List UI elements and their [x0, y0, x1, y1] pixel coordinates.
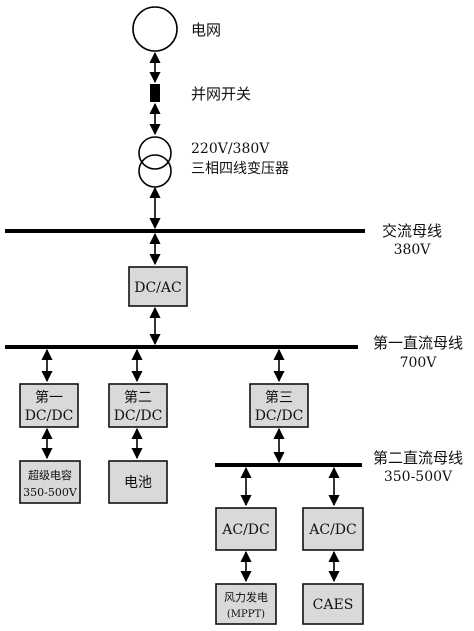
battery-box: [108, 460, 168, 504]
supercap-label: 超级电容: [28, 468, 72, 482]
inverter-box: [128, 266, 188, 307]
dcdc1-box: [19, 383, 79, 428]
grid-symbol: [132, 6, 178, 52]
dc-bus-2-voltage: 350-500V: [384, 469, 453, 485]
ac-bus-voltage: 380V: [394, 242, 432, 258]
ac-bus-label: 交流母线: [382, 222, 442, 240]
transformer-type: 三相四线变压器: [191, 161, 289, 177]
dcdc2-ordinal: 第二: [124, 389, 152, 406]
dc-bus-1-label: 第一直流母线: [373, 334, 463, 352]
transformer-voltage: 220V/380V: [191, 141, 270, 157]
caes-box: [302, 583, 364, 625]
supercap-voltage: 350-500V: [23, 486, 78, 499]
wind-mppt: (MPPT): [227, 609, 265, 620]
acdc1-label: AC/DC: [221, 522, 269, 538]
dcdc2-box: [108, 383, 168, 428]
battery-label: 电池: [124, 475, 152, 491]
dcdc1-label: DC/DC: [25, 408, 74, 424]
transformer-secondary-coil: [138, 154, 172, 188]
acdc2-box: [302, 507, 364, 551]
dcdc2-label: DC/DC: [114, 408, 163, 424]
grid-switch: [150, 84, 160, 102]
acdc1-box: [215, 507, 277, 551]
switch-label: 并网开关: [191, 85, 251, 103]
wind-box: [215, 583, 277, 625]
transformer-primary-coil: [138, 136, 172, 170]
dcdc3-box: [249, 383, 309, 428]
dcdc1-ordinal: 第一: [35, 389, 63, 406]
dcdc3-ordinal: 第三: [265, 389, 293, 406]
inverter-label: DC/AC: [134, 280, 181, 296]
grid-label: 电网: [191, 21, 221, 39]
dc-bus-1-voltage: 700V: [400, 355, 438, 371]
supercap-box: [19, 460, 81, 504]
dcdc3-label: DC/DC: [255, 408, 304, 424]
acdc2-label: AC/DC: [308, 522, 356, 538]
caes-label: CAES: [313, 597, 354, 613]
dc-bus-2-label: 第二直流母线: [373, 449, 463, 467]
wind-label: 风力发电: [224, 590, 268, 604]
